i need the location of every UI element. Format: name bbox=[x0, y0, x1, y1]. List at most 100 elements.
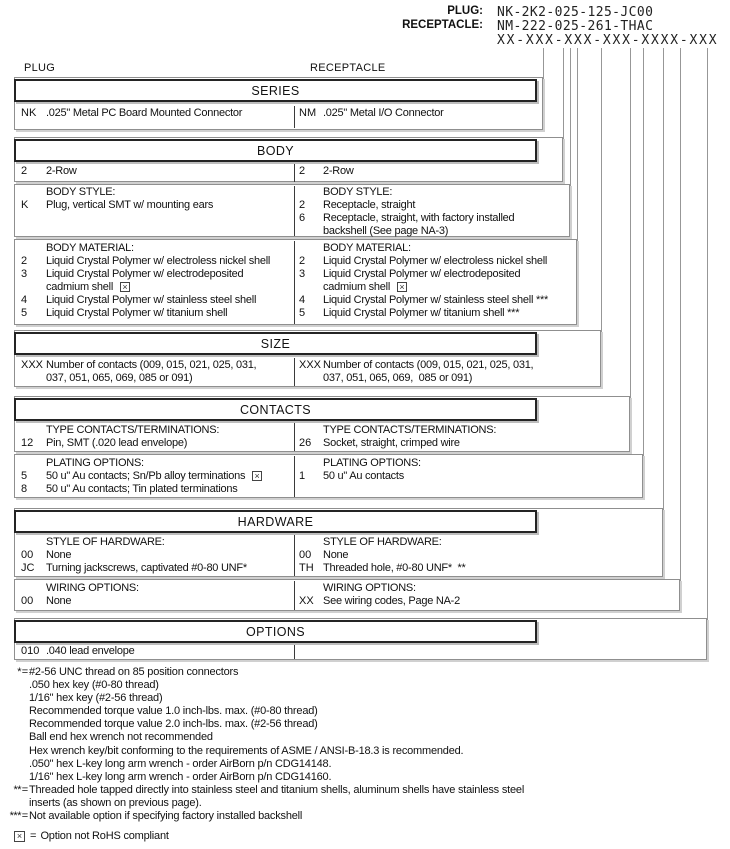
footnote-text: Hex wrench key/bit conforming to the req… bbox=[29, 744, 464, 757]
footnote-equals: = bbox=[21, 666, 29, 678]
option-code: 5 bbox=[299, 307, 306, 319]
option-description: Receptacle, straight, with factory insta… bbox=[323, 212, 515, 224]
footnote-equals: = bbox=[21, 783, 29, 796]
option-code: JC bbox=[21, 562, 35, 574]
connector-line-body-row bbox=[563, 48, 564, 182]
option-description: None bbox=[46, 595, 72, 607]
option-description: Receptacle, straight bbox=[323, 199, 416, 211]
option-description: Liquid Crystal Polymer w/ electrodeposit… bbox=[46, 268, 244, 280]
option-description: 2-Row bbox=[46, 165, 77, 177]
body-material-heading-right: BODY MATERIAL: bbox=[323, 242, 411, 254]
footnote-text: Recommended torque value 2.0 inch-lbs. m… bbox=[29, 718, 318, 731]
wiring-left-rows: 00 None bbox=[21, 595, 291, 608]
option-code: K bbox=[21, 199, 29, 211]
option-code: XXX bbox=[21, 359, 44, 371]
not-rohs-icon: × bbox=[14, 831, 25, 842]
plug-part-number: NK-2K2-025-125-JC00 bbox=[497, 5, 654, 20]
receptacle-part-label: RECEPTACLE: bbox=[402, 19, 483, 31]
contacts-heading-right: TYPE CONTACTS/TERMINATIONS: bbox=[323, 424, 497, 436]
footnotes: *=#2-56 UNC thread on 85 position connec… bbox=[8, 666, 722, 823]
column-divider bbox=[294, 106, 295, 128]
option-description: Liquid Crystal Polymer w/ electroless ni… bbox=[323, 255, 548, 267]
option-code: 3 bbox=[21, 268, 28, 280]
rohs-legend: × = Option not RoHS compliant bbox=[14, 830, 169, 843]
option-description: Liquid Crystal Polymer w/ electrodeposit… bbox=[323, 268, 521, 280]
footnote-marker bbox=[8, 679, 21, 692]
option-description: Socket, straight, crimped wire bbox=[323, 437, 460, 449]
option-code: 00 bbox=[21, 595, 34, 607]
option-code: 8 bbox=[21, 483, 28, 495]
receptacle-part-number: NM-222-025-261-THAC bbox=[497, 19, 654, 34]
footnote-marker bbox=[8, 758, 21, 771]
footnote-text: .050" hex L-key long arm wrench - order … bbox=[29, 757, 332, 770]
series-right-rows: NM.025" Metal I/O Connector bbox=[299, 107, 579, 120]
spec-row: backshell (See page NA-3) bbox=[299, 225, 579, 238]
spec-row: 3 Liquid Crystal Polymer w/ electrodeposi… bbox=[21, 268, 291, 281]
option-description: Threaded hole, #0-80 UNF* ** bbox=[323, 562, 466, 574]
footnote-equals bbox=[21, 692, 29, 705]
options-left-rows: 010.040 lead envelope bbox=[21, 645, 291, 658]
footnote-line: 1/16" hex key (#2-56 thread) bbox=[8, 692, 722, 705]
connector-line-wiring bbox=[680, 48, 681, 611]
body-left-rows: 2 2-Row bbox=[21, 165, 291, 178]
option-description: None bbox=[46, 549, 72, 561]
option-code: XXX bbox=[299, 359, 322, 371]
footnote-line: Hex wrench key/bit conforming to the req… bbox=[8, 745, 722, 758]
option-code: 2 bbox=[21, 165, 28, 177]
option-description: cadmium shell × bbox=[323, 281, 407, 294]
connector-line-body-material bbox=[577, 48, 578, 325]
option-description: .040 lead envelope bbox=[46, 645, 135, 657]
footnote-marker bbox=[8, 692, 21, 705]
option-code: NK bbox=[21, 107, 37, 119]
footnote-marker bbox=[8, 705, 21, 718]
series-left-rows: NK.025" Metal PC Board Mounted Connector bbox=[21, 107, 291, 120]
body-style-heading-left: BODY STYLE: bbox=[46, 186, 116, 198]
connector-line-contacts-type bbox=[630, 48, 631, 452]
spec-row: 037, 051, 065, 069, 085 or 091) bbox=[21, 372, 291, 385]
hardware-section-header: HARDWARE bbox=[14, 510, 537, 533]
footnote-line: ***=Not available option if specifying f… bbox=[8, 810, 722, 823]
plug-part-label: PLUG: bbox=[447, 5, 483, 17]
footnote-line: **=Threaded hole tapped directly into st… bbox=[8, 784, 722, 797]
footnote-text: Recommended torque value 1.0 inch-lbs. m… bbox=[29, 705, 318, 718]
wiring-heading-left: WIRING OPTIONS: bbox=[46, 582, 139, 594]
spec-row: 010.040 lead envelope bbox=[21, 645, 291, 658]
option-code: NM bbox=[299, 107, 317, 119]
footnote-line: *=#2-56 UNC thread on 85 position connec… bbox=[8, 666, 722, 679]
footnote-line: Ball end hex wrench not recommended bbox=[8, 731, 722, 744]
spec-row: cadmium shell × bbox=[21, 281, 291, 294]
footnote-marker: *** bbox=[9, 810, 22, 823]
spec-row: cadmium shell × bbox=[299, 281, 579, 294]
body-section-header: BODY bbox=[14, 139, 537, 162]
footnote-marker: ** bbox=[13, 783, 21, 796]
column-divider bbox=[294, 423, 295, 451]
column-divider bbox=[294, 186, 295, 236]
footnote-equals: = bbox=[21, 810, 29, 823]
option-description: 50 u" Au contacts; Sn/Pb alloy terminati… bbox=[46, 470, 263, 483]
footnote-marker bbox=[8, 718, 21, 731]
option-description: None bbox=[323, 549, 349, 561]
spec-row: NK.025" Metal PC Board Mounted Connector bbox=[21, 107, 291, 120]
footnote-text: Ball end hex wrench not recommended bbox=[29, 731, 213, 744]
connector-line-size bbox=[601, 48, 602, 387]
